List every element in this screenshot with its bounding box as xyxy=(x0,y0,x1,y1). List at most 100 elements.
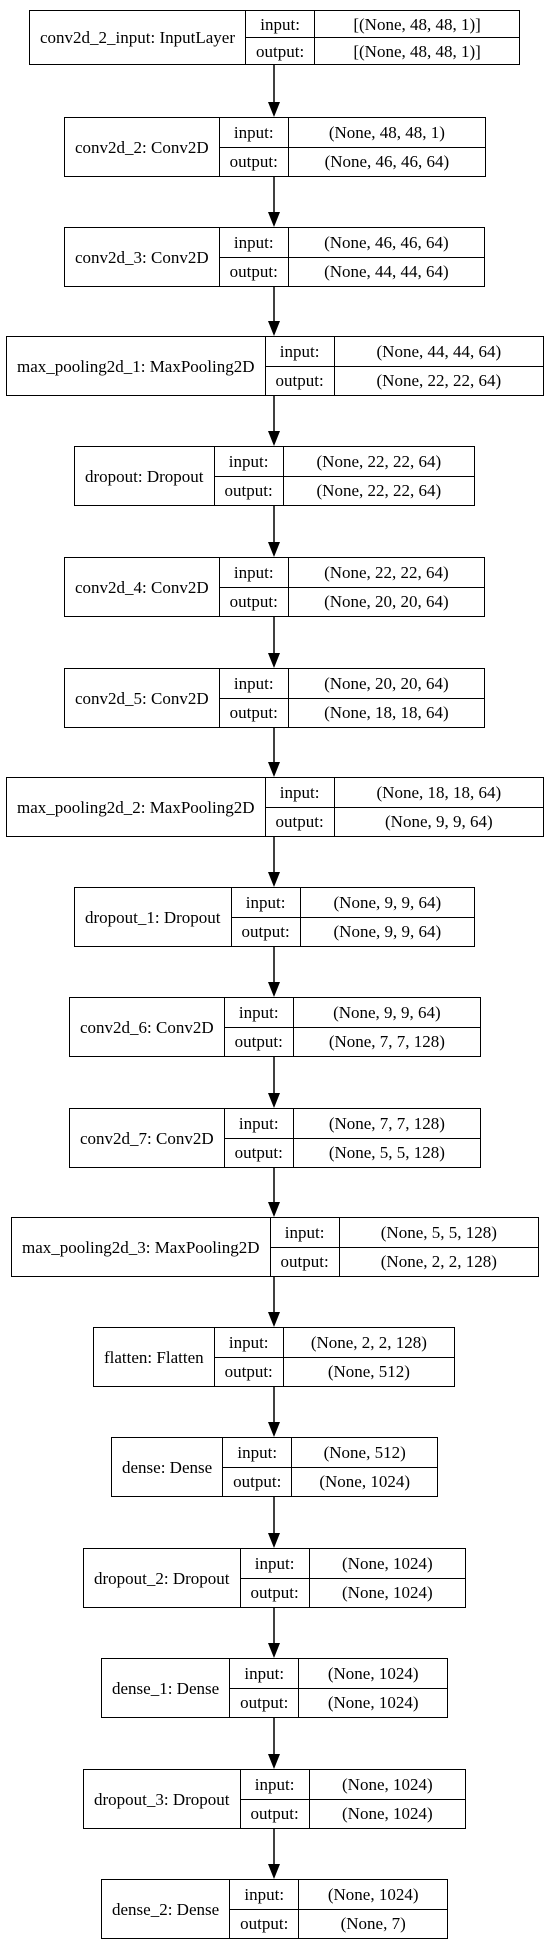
io-labels: input:output: xyxy=(230,1880,300,1938)
io-labels: input: output: xyxy=(224,1109,294,1167)
layer-name: dense_2: Dense xyxy=(102,1880,231,1938)
input-label: input: xyxy=(240,1549,309,1579)
input-shape: (None, 18, 18, 64) xyxy=(334,778,543,808)
output-label: output: xyxy=(234,1143,283,1163)
output-label: output: xyxy=(229,703,278,723)
output-shape: (None, 22, 22, 64) xyxy=(376,371,502,391)
input-label: input: xyxy=(224,1109,293,1139)
arrowhead-icon xyxy=(268,542,280,557)
io-labels: input:output: xyxy=(219,118,289,176)
arrowhead-icon xyxy=(268,653,280,668)
io-shapes: (None, 1024)(None, 1024) xyxy=(309,1549,465,1607)
output-shape: (None, 7) xyxy=(340,1914,406,1934)
output-shape: (None, 1024) xyxy=(327,1693,419,1713)
arrowhead-icon xyxy=(268,321,280,336)
io-labels: input:output: xyxy=(270,1218,340,1276)
input-label: input: xyxy=(219,558,288,588)
input-label: input: xyxy=(231,888,300,918)
output-shape: (None, 5, 5, 128) xyxy=(328,1143,445,1163)
io-shapes: (None, 44, 44, 64)(None, 22, 22, 64) xyxy=(334,337,543,395)
layer-name: max_pooling2d_2: MaxPooling2D xyxy=(7,778,266,836)
layer-name: conv2d_2: Conv2D xyxy=(65,118,220,176)
input-label: input: xyxy=(270,1218,339,1248)
arrowhead-icon xyxy=(268,1864,280,1879)
layer-name: conv2d_6: Conv2D xyxy=(70,998,225,1056)
input-label: input: xyxy=(246,11,315,38)
output-shape: (None, 22, 22, 64) xyxy=(316,481,442,501)
output-label: output: xyxy=(234,1032,283,1052)
layer-name: max_pooling2d_1: MaxPooling2D xyxy=(7,337,266,395)
output-shape: (None, 2, 2, 128) xyxy=(380,1252,497,1272)
input-shape: (None, 9, 9, 64) xyxy=(293,998,480,1028)
input-label: input: xyxy=(224,998,293,1028)
input-shape: (None, 512) xyxy=(292,1438,437,1468)
layer-name: dense: Dense xyxy=(112,1438,224,1496)
layer-name: dropout_3: Dropout xyxy=(84,1770,241,1828)
io-labels: input: output: xyxy=(230,1659,300,1717)
input-shape: (None, 20, 20, 64) xyxy=(288,669,484,699)
io-shapes: (None, 9, 9, 64)(None, 9, 9, 64) xyxy=(300,888,474,946)
io-shapes: [(None, 48, 48, 1)][(None, 48, 48, 1)] xyxy=(315,11,519,64)
input-label: input: xyxy=(219,228,288,258)
output-label: output: xyxy=(240,1693,289,1713)
input-label: input: xyxy=(230,1880,299,1910)
output-label: output: xyxy=(224,481,273,501)
layer-name: conv2d_7: Conv2D xyxy=(70,1109,225,1167)
io-labels: input:output: xyxy=(246,11,316,64)
arrowhead-icon xyxy=(268,1643,280,1658)
arrowhead-icon xyxy=(268,431,280,446)
input-label: input: xyxy=(240,1770,309,1800)
layer-name: flatten: Flatten xyxy=(94,1328,215,1386)
input-shape: (None, 46, 46, 64) xyxy=(288,228,484,258)
input-shape: (None, 7, 7, 128) xyxy=(293,1109,480,1139)
layer-name: dropout: Dropout xyxy=(75,447,215,505)
output-label: output: xyxy=(250,1583,299,1603)
output-shape: (None, 1024) xyxy=(319,1472,410,1492)
io-shapes: (None, 9, 9, 64)(None, 7, 7, 128) xyxy=(293,998,480,1056)
io-shapes: (None, 1024)(None, 1024) xyxy=(309,1770,465,1828)
layer-name: conv2d_4: Conv2D xyxy=(65,558,220,616)
input-label: input: xyxy=(219,118,288,148)
io-shapes: (None, 48, 48, 1)(None, 46, 46, 64) xyxy=(288,118,485,176)
io-labels: input:output: xyxy=(219,669,289,727)
arrowhead-icon xyxy=(268,102,280,117)
input-shape: (None, 5, 5, 128) xyxy=(339,1218,538,1248)
output-label: output: xyxy=(224,1362,273,1382)
input-shape: (None, 48, 48, 1) xyxy=(288,118,485,148)
arrowhead-icon xyxy=(268,1093,280,1108)
output-shape: (None, 44, 44, 64) xyxy=(324,262,449,282)
output-label: output: xyxy=(229,262,278,282)
input-label: input: xyxy=(230,1659,299,1689)
input-shape: (None, 1024) xyxy=(309,1549,465,1579)
arrowhead-icon xyxy=(268,982,280,997)
input-label: input: xyxy=(223,1438,292,1468)
output-label: output: xyxy=(275,812,324,832)
input-shape: (None, 9, 9, 64) xyxy=(300,888,474,918)
output-shape: (None, 18, 18, 64) xyxy=(324,703,449,723)
io-labels: input:output: xyxy=(214,447,284,505)
io-shapes: (None, 1024)(None, 7) xyxy=(299,1880,447,1938)
io-shapes: (None, 22, 22, 64)(None, 22, 22, 64) xyxy=(283,447,474,505)
output-label: output: xyxy=(250,1804,299,1824)
arrowhead-icon xyxy=(268,762,280,777)
output-label: output: xyxy=(233,1472,282,1492)
io-shapes: (None, 18, 18, 64) (None, 9, 9, 64) xyxy=(334,778,543,836)
arrowhead-icon xyxy=(268,1202,280,1217)
io-shapes: (None, 46, 46, 64) (None, 44, 44, 64) xyxy=(288,228,484,286)
input-shape: (None, 22, 22, 64) xyxy=(288,558,484,588)
arrowhead-icon xyxy=(268,1312,280,1327)
io-labels: input: output: xyxy=(219,228,289,286)
io-shapes: (None, 20, 20, 64) (None, 18, 18, 64) xyxy=(288,669,484,727)
io-shapes: (None, 2, 2, 128)(None, 512) xyxy=(283,1328,454,1386)
output-shape: (None, 9, 9, 64) xyxy=(385,812,493,832)
